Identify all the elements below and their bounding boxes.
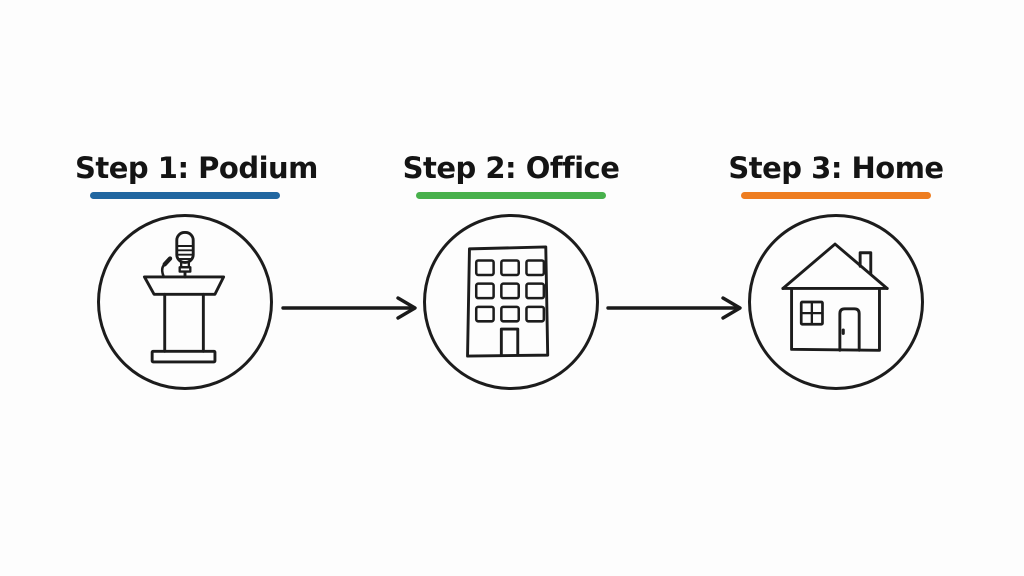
step-3: Step 3: Home bbox=[726, 148, 946, 390]
step-3-title: Step 3: Home bbox=[728, 151, 944, 185]
step-2: Step 2: Office bbox=[401, 148, 621, 390]
house-icon bbox=[781, 242, 889, 352]
step-2-circle bbox=[423, 214, 599, 390]
podium-icon bbox=[142, 231, 226, 364]
arrow-right-icon bbox=[606, 296, 742, 320]
step-2-underline bbox=[416, 192, 606, 199]
step-1-underline bbox=[90, 192, 280, 199]
step-3-underline bbox=[741, 192, 931, 199]
arrow-right-icon bbox=[281, 296, 417, 320]
step-1-circle bbox=[97, 214, 273, 390]
step-1-title: Step 1: Podium bbox=[75, 151, 318, 185]
office-building-icon bbox=[466, 245, 550, 358]
step-1: Step 1: Podium bbox=[75, 148, 318, 390]
step-2-title: Step 2: Office bbox=[402, 151, 620, 185]
step-3-circle bbox=[748, 214, 924, 390]
